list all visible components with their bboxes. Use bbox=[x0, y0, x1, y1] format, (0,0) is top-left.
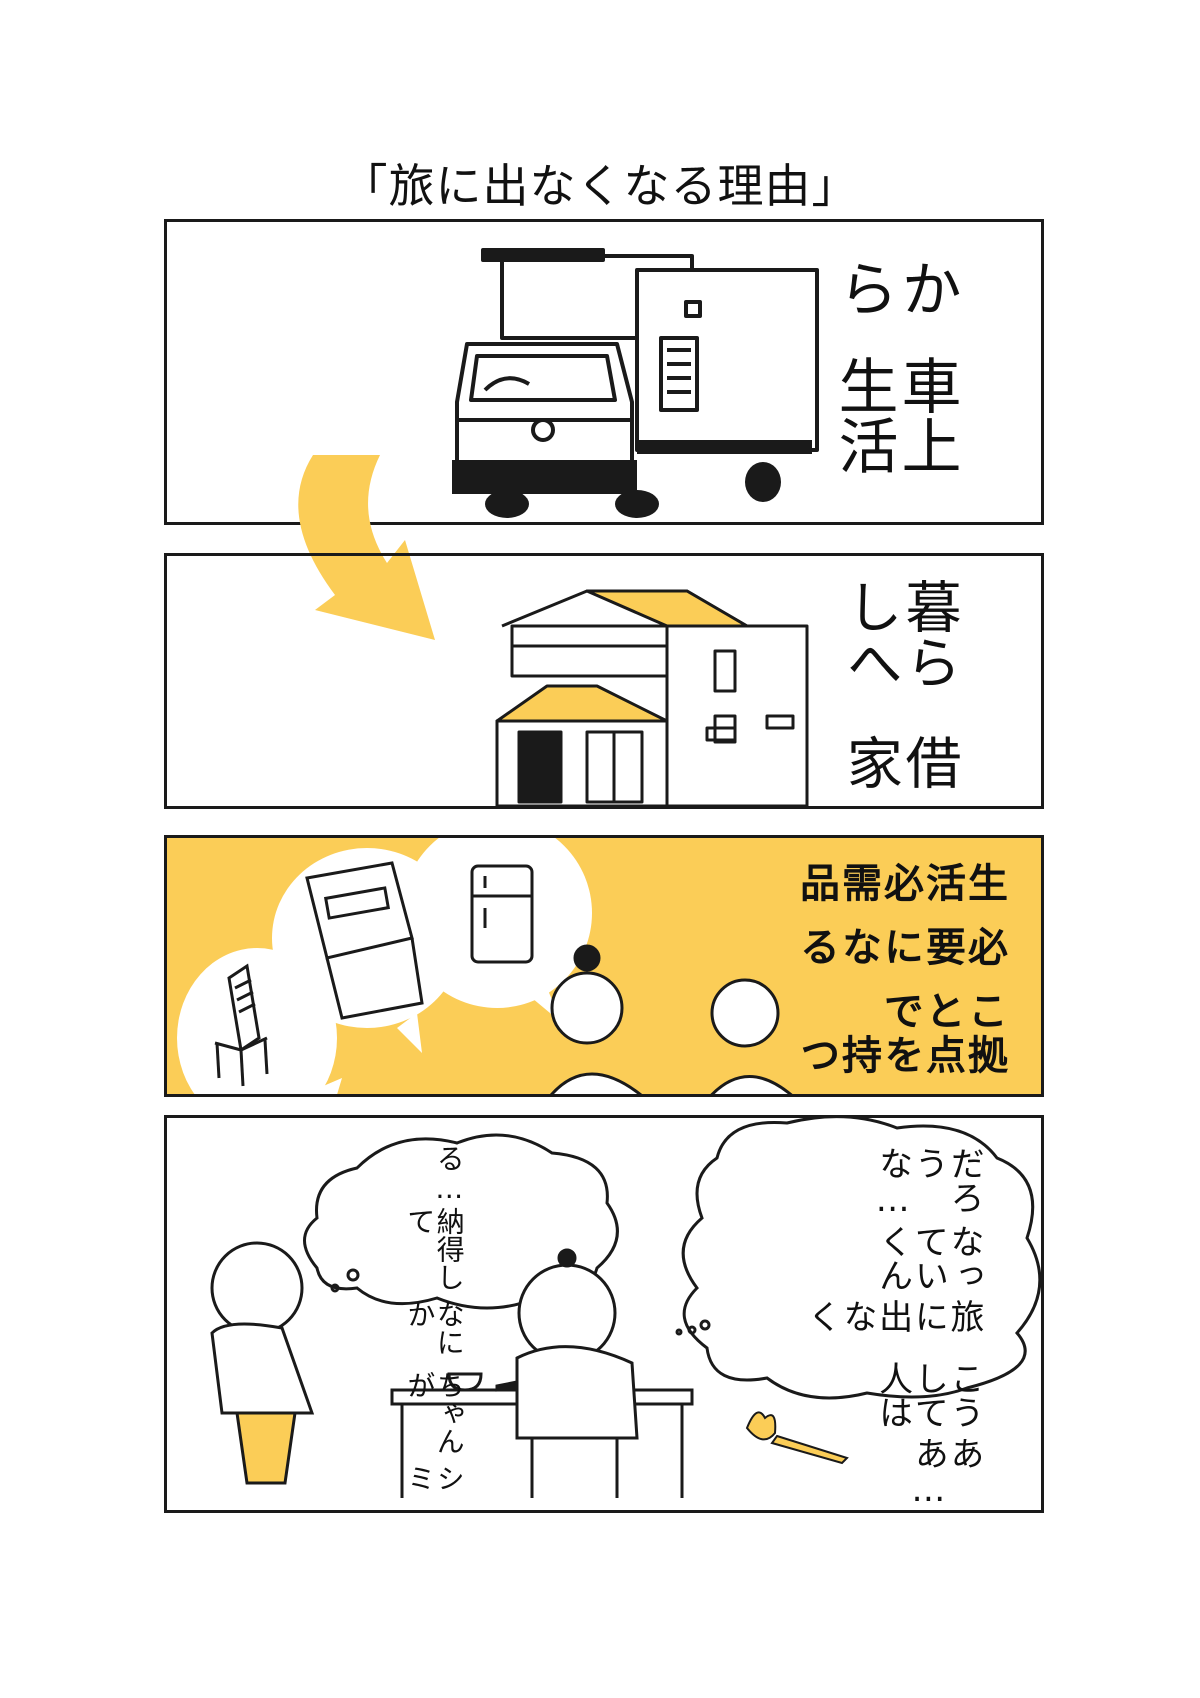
panel-3-line-3: 必要になる bbox=[793, 926, 1007, 966]
thought-left-line-1: シミ bbox=[403, 1464, 466, 1493]
thought-right-line-4: なっていくん bbox=[872, 1223, 984, 1292]
thought-left-line-5: る… bbox=[432, 1144, 466, 1205]
panel-3: 拠点を持つ ことで 必要になる 生活必需品 bbox=[164, 835, 1044, 1097]
thought-left-line-3: なにか bbox=[403, 1300, 466, 1357]
panel-1-caption: 車上生活 から bbox=[828, 258, 961, 522]
panel-1-line-1: 車上生活 bbox=[828, 355, 961, 476]
panel-4: シミ ちゃんが なにか 納得して る… ああ… こうして人は 旅に出なく なって… bbox=[164, 1115, 1044, 1513]
thought-right-line-2: こうして人は bbox=[872, 1361, 984, 1430]
thought-left-line-2: ちゃんが bbox=[403, 1370, 466, 1455]
panel-3-line-4: 生活必需品 bbox=[793, 862, 1007, 902]
thought-right-line-1: ああ… bbox=[908, 1436, 984, 1510]
panel-3-caption: 拠点を持つ ことで 必要になる 生活必需品 bbox=[793, 862, 1007, 1094]
thought-left-line-4: 納得して bbox=[403, 1207, 466, 1291]
house-icon bbox=[495, 589, 809, 806]
thought-right-text: ああ… こうして人は 旅に出なく なっていくん だろうな… bbox=[801, 1145, 984, 1510]
thought-right-line-3: 旅に出なく bbox=[801, 1298, 984, 1333]
person-left bbox=[550, 944, 642, 1094]
thought-bubble-right bbox=[681, 1118, 1041, 1400]
panel-3-line-2: ことで bbox=[877, 990, 1007, 1030]
person-right bbox=[710, 978, 793, 1094]
panel-2-caption: 借家 暮らしへ bbox=[837, 578, 961, 806]
panel-1-line-2: から bbox=[828, 258, 961, 318]
panel-1: 車上生活 から bbox=[164, 219, 1044, 525]
panel-2: 借家 暮らしへ bbox=[164, 553, 1044, 809]
panel-2-line-1: 借家 bbox=[837, 734, 961, 790]
curved-arrow-icon bbox=[298, 455, 435, 640]
panel-3-line-1: 拠点を持つ bbox=[793, 1034, 1007, 1074]
panel-2-line-2: 暮らしへ bbox=[837, 578, 961, 690]
thought-bubble-left bbox=[303, 1133, 619, 1310]
chair-icon bbox=[214, 963, 269, 1087]
person-sitting bbox=[515, 1248, 639, 1498]
thought-left-text: シミ ちゃんが なにか 納得して る… bbox=[403, 1144, 466, 1510]
refrigerator-icon bbox=[470, 864, 534, 964]
panel-4-art bbox=[210, 1118, 1041, 1498]
panel-3-art bbox=[177, 838, 793, 1094]
person-standing bbox=[210, 1241, 315, 1485]
banana-peel-icon bbox=[745, 1411, 849, 1465]
thought-right-line-5: だろうな… bbox=[872, 1145, 984, 1220]
washing-machine-icon bbox=[305, 861, 424, 1020]
page-title: 「旅に出なくなる理由」 bbox=[341, 159, 859, 213]
truck-icon bbox=[452, 248, 819, 518]
